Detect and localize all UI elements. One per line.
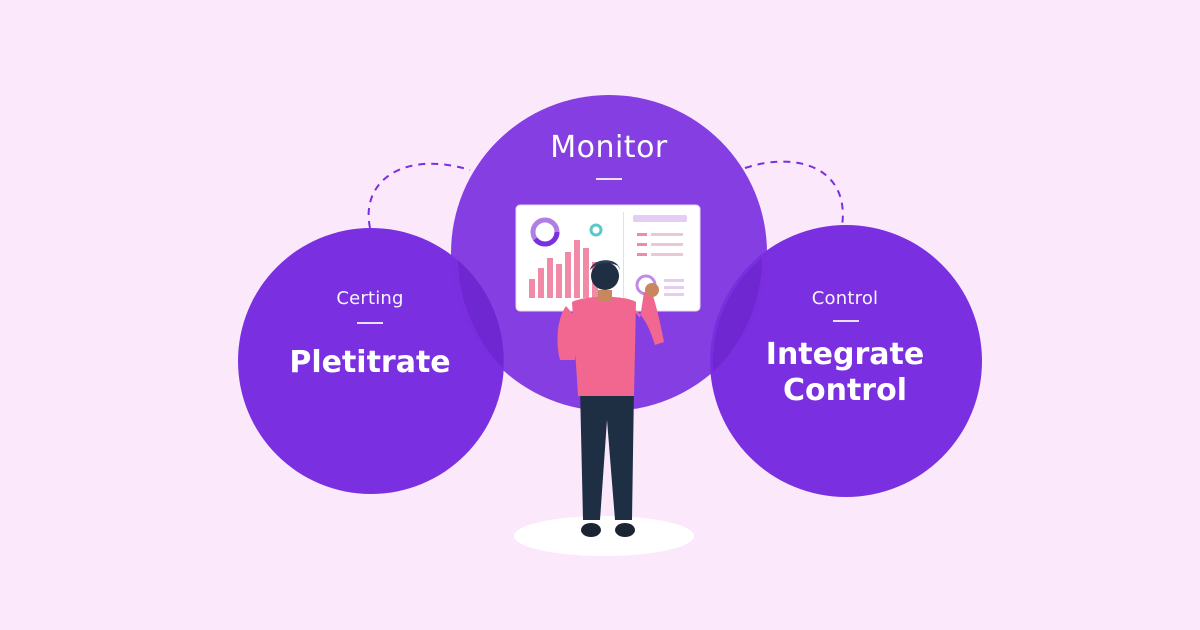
left-circle-sub-label: Certing — [336, 288, 404, 309]
center-title-divider — [596, 178, 622, 180]
left-connector-dashed-arc — [367, 162, 471, 229]
right-circle-sub-label: Control — [811, 288, 879, 309]
right-circle-main-label-line1: Integrate — [765, 337, 925, 372]
left-circle-main-label: Pletitrate — [289, 345, 451, 380]
left-sub-label-divider — [357, 322, 383, 324]
person-figure — [557, 260, 664, 537]
right-circle-main-label-line2: Control — [782, 373, 907, 408]
floor-shadow — [514, 516, 694, 556]
right-connector-dashed-arc — [744, 160, 844, 227]
center-circle-title: Monitor — [550, 130, 668, 165]
right-sub-label-divider — [833, 320, 859, 322]
right-circle — [710, 225, 982, 497]
right-overlap — [712, 258, 762, 372]
left-overlap — [458, 260, 504, 368]
small-ring-icon — [589, 223, 603, 237]
left-circle — [238, 228, 504, 494]
